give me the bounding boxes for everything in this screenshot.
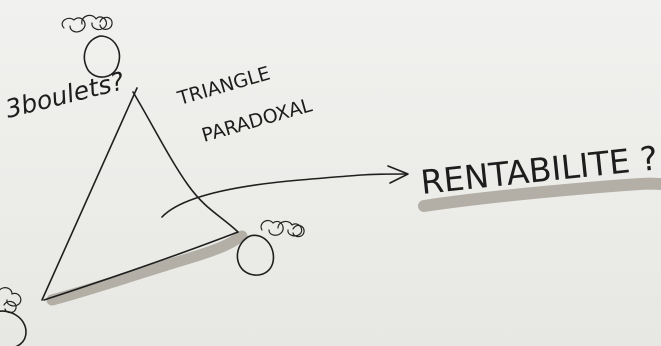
title-line-2: PARADOXAL	[199, 94, 315, 147]
ball-and-chain-icon	[0, 287, 27, 346]
question-label: 3boulets?	[2, 66, 127, 123]
triangle-base-highlight	[46, 230, 248, 306]
ball-and-chain-icon	[61, 14, 121, 78]
arrow-icon	[161, 165, 409, 218]
paradoxical-triangle	[41, 87, 239, 301]
ball-and-chain-icon	[236, 219, 305, 276]
outcome-underline-highlight	[418, 177, 661, 212]
title-line-1: TRIANGLE	[174, 62, 272, 110]
